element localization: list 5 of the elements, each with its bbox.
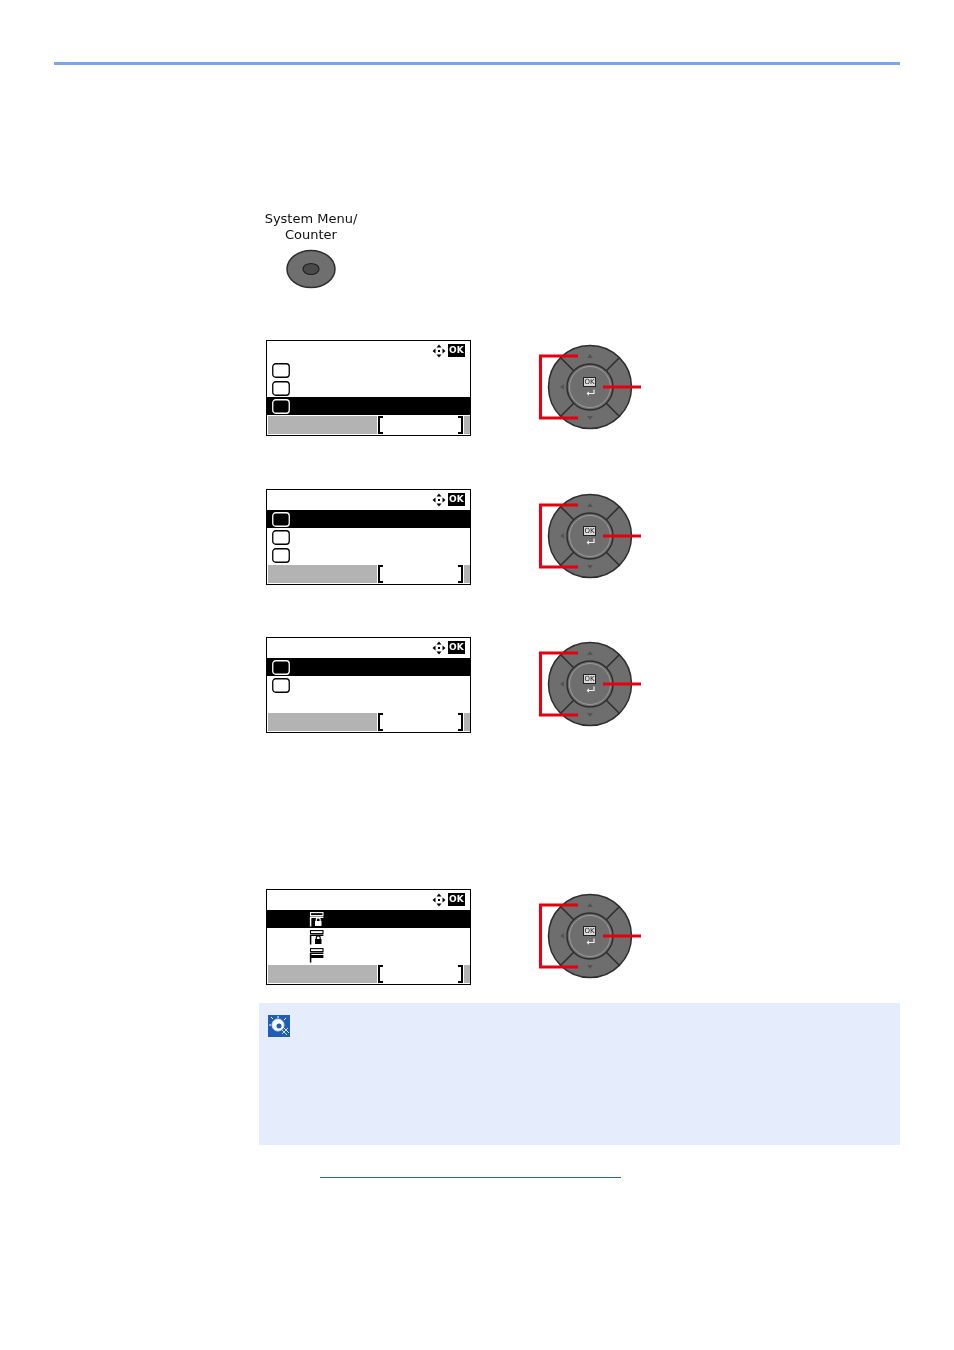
ok-badge: OK — [448, 344, 465, 357]
ok-badge: OK — [448, 493, 465, 506]
ok-badge: OK — [448, 641, 465, 654]
key-label: System Menu/ Counter — [263, 211, 359, 243]
ok-badge: OK — [448, 893, 465, 906]
